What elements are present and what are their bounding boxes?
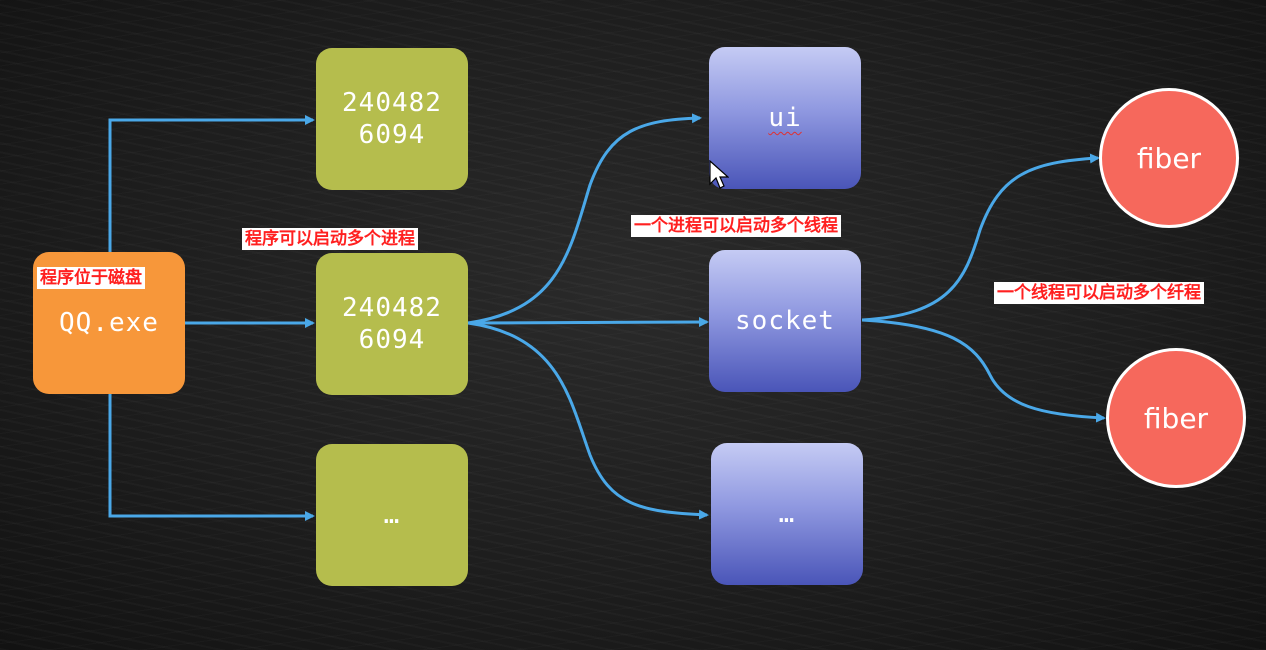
arrow-process-to-more-threads: [467, 321, 709, 520]
arrow-exe-to-process-3: [108, 394, 315, 521]
arrow-process-to-socket: [467, 317, 709, 328]
arrow-process-to-ui: [467, 113, 702, 325]
process-note: 程序可以启动多个进程: [242, 228, 418, 251]
exe-box: QQ.exe: [33, 252, 185, 394]
mouse-cursor-icon: [709, 160, 729, 189]
fiber-circle-2: fiber: [1106, 348, 1246, 488]
exe-note: 程序位于磁盘: [37, 267, 145, 290]
thread-label: socket: [735, 305, 835, 336]
arrow-socket-to-fiber-1: [861, 153, 1100, 322]
arrow-socket-to-fiber-2: [861, 318, 1106, 423]
thread-label: …: [778, 498, 796, 529]
process-box-2: 240482 6094: [316, 253, 468, 395]
process-label: 240482 6094: [342, 292, 442, 356]
thread-label: ui: [768, 102, 802, 133]
process-label: 240482 6094: [342, 87, 442, 151]
thread-note: 一个进程可以启动多个线程: [631, 215, 841, 238]
fiber-label: fiber: [1143, 401, 1209, 435]
exe-label: QQ.exe: [59, 307, 159, 338]
fiber-circle-1: fiber: [1099, 88, 1239, 228]
thread-box-more: …: [711, 443, 863, 585]
arrow-exe-to-process-1: [108, 115, 315, 252]
thread-box-ui: ui: [709, 47, 861, 189]
fiber-note: 一个线程可以启动多个纤程: [994, 282, 1204, 305]
fiber-label: fiber: [1136, 141, 1202, 175]
process-box-3: …: [316, 444, 468, 586]
thread-box-socket: socket: [709, 250, 861, 392]
process-box-1: 240482 6094: [316, 48, 468, 190]
process-label: …: [383, 499, 401, 530]
